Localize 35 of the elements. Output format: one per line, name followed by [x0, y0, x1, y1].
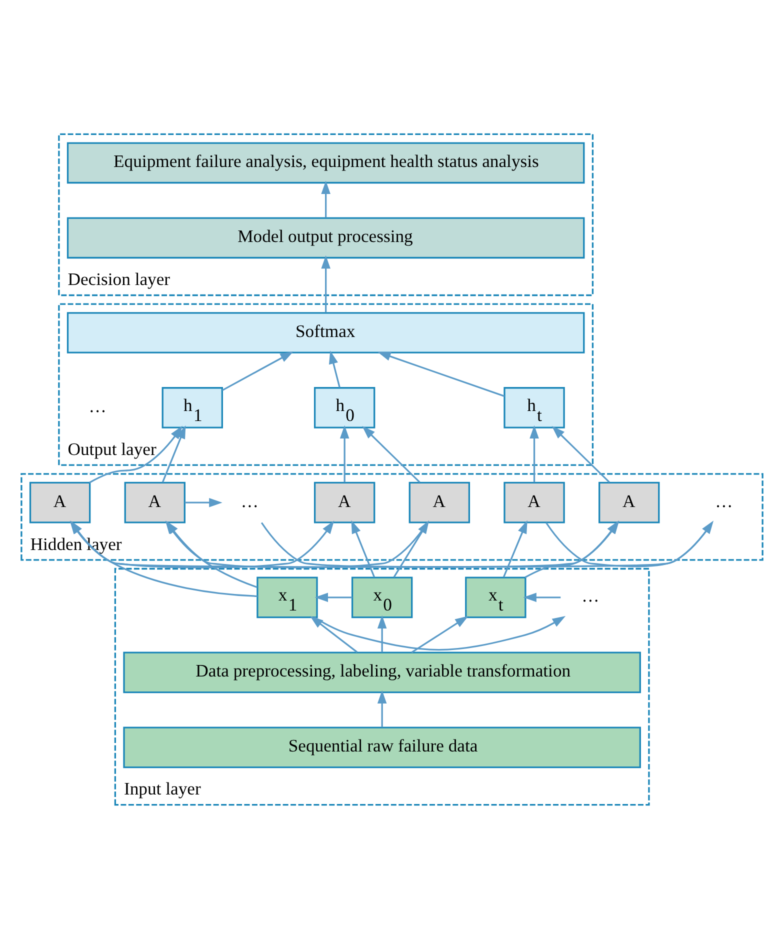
arrow — [328, 350, 340, 388]
node-box: Softmax — [66, 312, 585, 353]
node-box: Data preprocessing, labeling, variable transformation — [123, 651, 641, 693]
arrow — [411, 616, 468, 653]
node-box: A — [408, 481, 470, 523]
arrow — [310, 616, 358, 652]
arrow — [321, 180, 330, 218]
arrow — [552, 425, 610, 482]
node-box: A — [29, 481, 91, 523]
node-box: Model output processing — [66, 216, 585, 258]
arrow — [351, 520, 376, 577]
node-text: … — [240, 490, 259, 510]
node-text: … — [582, 585, 600, 606]
node-box: Equipment failure analysis, equipment health status analysis — [66, 142, 585, 184]
arrow — [377, 351, 505, 396]
arrow — [321, 254, 330, 312]
arrow — [523, 592, 561, 602]
node-box: Sequential raw failure data — [123, 726, 641, 768]
arrow — [530, 424, 539, 482]
arrow — [222, 351, 294, 391]
arrow — [184, 497, 222, 507]
arrow — [502, 520, 528, 577]
arrow — [314, 592, 352, 602]
arrow — [393, 520, 430, 578]
node-box: A — [598, 481, 660, 523]
arrow — [340, 424, 350, 482]
node-box: A — [504, 481, 565, 523]
arrow — [377, 690, 387, 727]
node-text: … — [715, 490, 733, 510]
label: … — [88, 395, 106, 416]
arrow — [89, 425, 182, 483]
arrow — [377, 614, 387, 652]
node-box: A — [314, 481, 376, 523]
node-box: A — [124, 481, 186, 523]
arrow — [362, 425, 420, 482]
